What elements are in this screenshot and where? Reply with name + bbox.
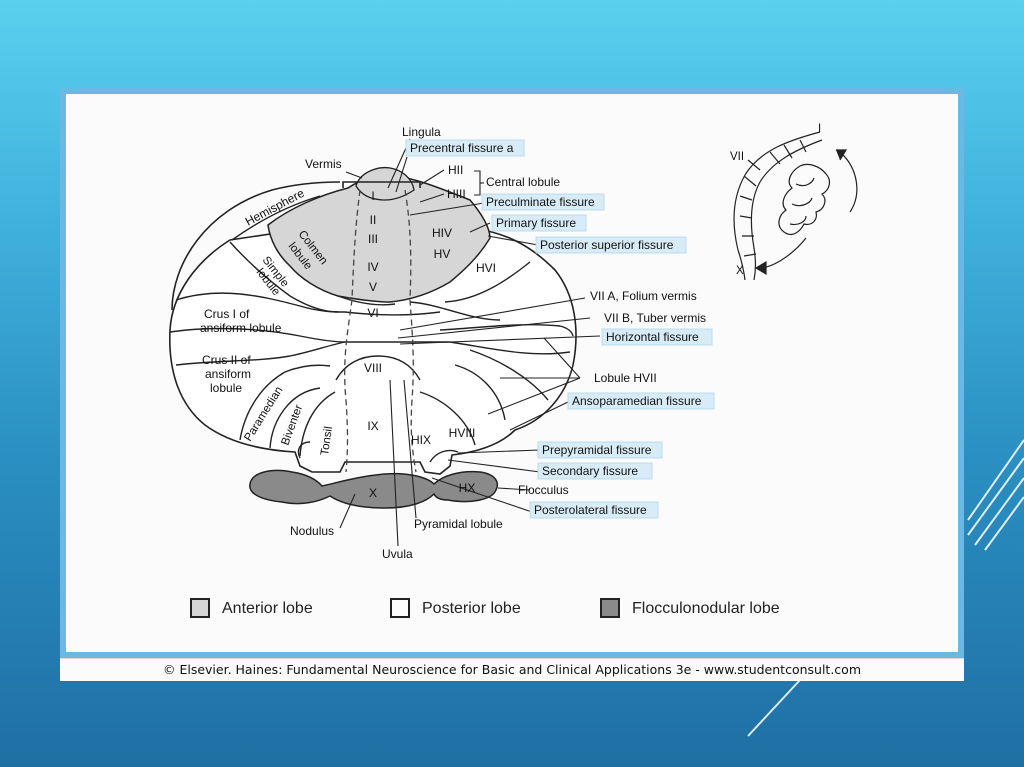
label-crus2-line1: Crus II of — [202, 353, 251, 367]
legend-label-posterior: Posterior lobe — [422, 600, 521, 618]
label-nodulus: Nodulus — [290, 524, 334, 538]
legend-label-anterior: Anterior lobe — [222, 600, 313, 618]
label-IV: IV — [367, 260, 378, 274]
inset-sagittal-sketch — [734, 132, 857, 280]
label-VI: VI — [367, 306, 378, 320]
fissure-horizontal: Horizontal fissure — [606, 330, 699, 344]
fissure-precentral: Precentral fissure a — [410, 141, 514, 155]
label-uvula: Uvula — [382, 547, 413, 561]
label-HIII: HIII — [447, 187, 466, 201]
label-vii-a: VII A, Folium vermis — [590, 289, 697, 303]
label-V: V — [369, 280, 377, 294]
label-crus2-line2: ansiform — [205, 367, 251, 381]
legend-swatch-flocculonodular — [600, 598, 620, 618]
fissure-secondary: Secondary fissure — [542, 464, 638, 478]
label-HVIII: HVIII — [449, 426, 476, 440]
inset-label-VII: VII — [730, 151, 744, 163]
fissure-ansoparamedian: Ansoparamedian fissure — [572, 394, 702, 408]
label-vermis: Vermis — [305, 157, 342, 171]
label-IX: IX — [367, 419, 378, 433]
label-HIV: HIV — [432, 226, 452, 240]
fissure-prepyramidal: Prepyramidal fissure — [542, 443, 652, 457]
legend-label-flocculonodular: Flocculonodular lobe — [632, 600, 780, 618]
label-vii-b: VII B, Tuber vermis — [604, 311, 706, 325]
label-I: I — [371, 189, 374, 203]
legend-swatch-anterior — [190, 598, 210, 618]
label-central-lobule: Central lobule — [486, 175, 560, 189]
label-crus1-line2: ansiform lobule — [200, 321, 282, 335]
label-HII: HII — [448, 163, 463, 177]
label-flocculus: Flocculus — [518, 483, 569, 497]
label-HIX: HIX — [411, 433, 431, 447]
legend-swatch-posterior — [390, 598, 410, 618]
fissure-primary: Primary fissure — [496, 216, 576, 230]
label-HX: HX — [459, 481, 476, 495]
label-II: II — [370, 213, 377, 227]
label-VIII: VIII — [364, 361, 382, 375]
label-X: X — [369, 486, 377, 500]
label-pyramidal-lobule: Pyramidal lobule — [414, 517, 503, 531]
fissure-posterior-superior: Posterior superior fissure — [540, 238, 674, 252]
label-HV: HV — [434, 247, 451, 261]
label-lingula: Lingula — [402, 125, 441, 139]
inset-label-I: I — [818, 123, 821, 135]
source-credit: © Elsevier. Haines: Fundamental Neurosci… — [60, 658, 964, 681]
inset-label-X: X — [736, 265, 744, 277]
fissure-preculminate: Preculminate fissure — [486, 195, 595, 209]
fissure-posterolateral: Posterolateral fissure — [534, 503, 647, 517]
label-lobule-hvii: Lobule HVII — [594, 371, 657, 385]
label-crus2-line3: lobule — [210, 381, 242, 395]
label-HVI: HVI — [476, 261, 496, 275]
label-III: III — [368, 232, 378, 246]
label-crus1-line1: Crus I of — [204, 307, 250, 321]
